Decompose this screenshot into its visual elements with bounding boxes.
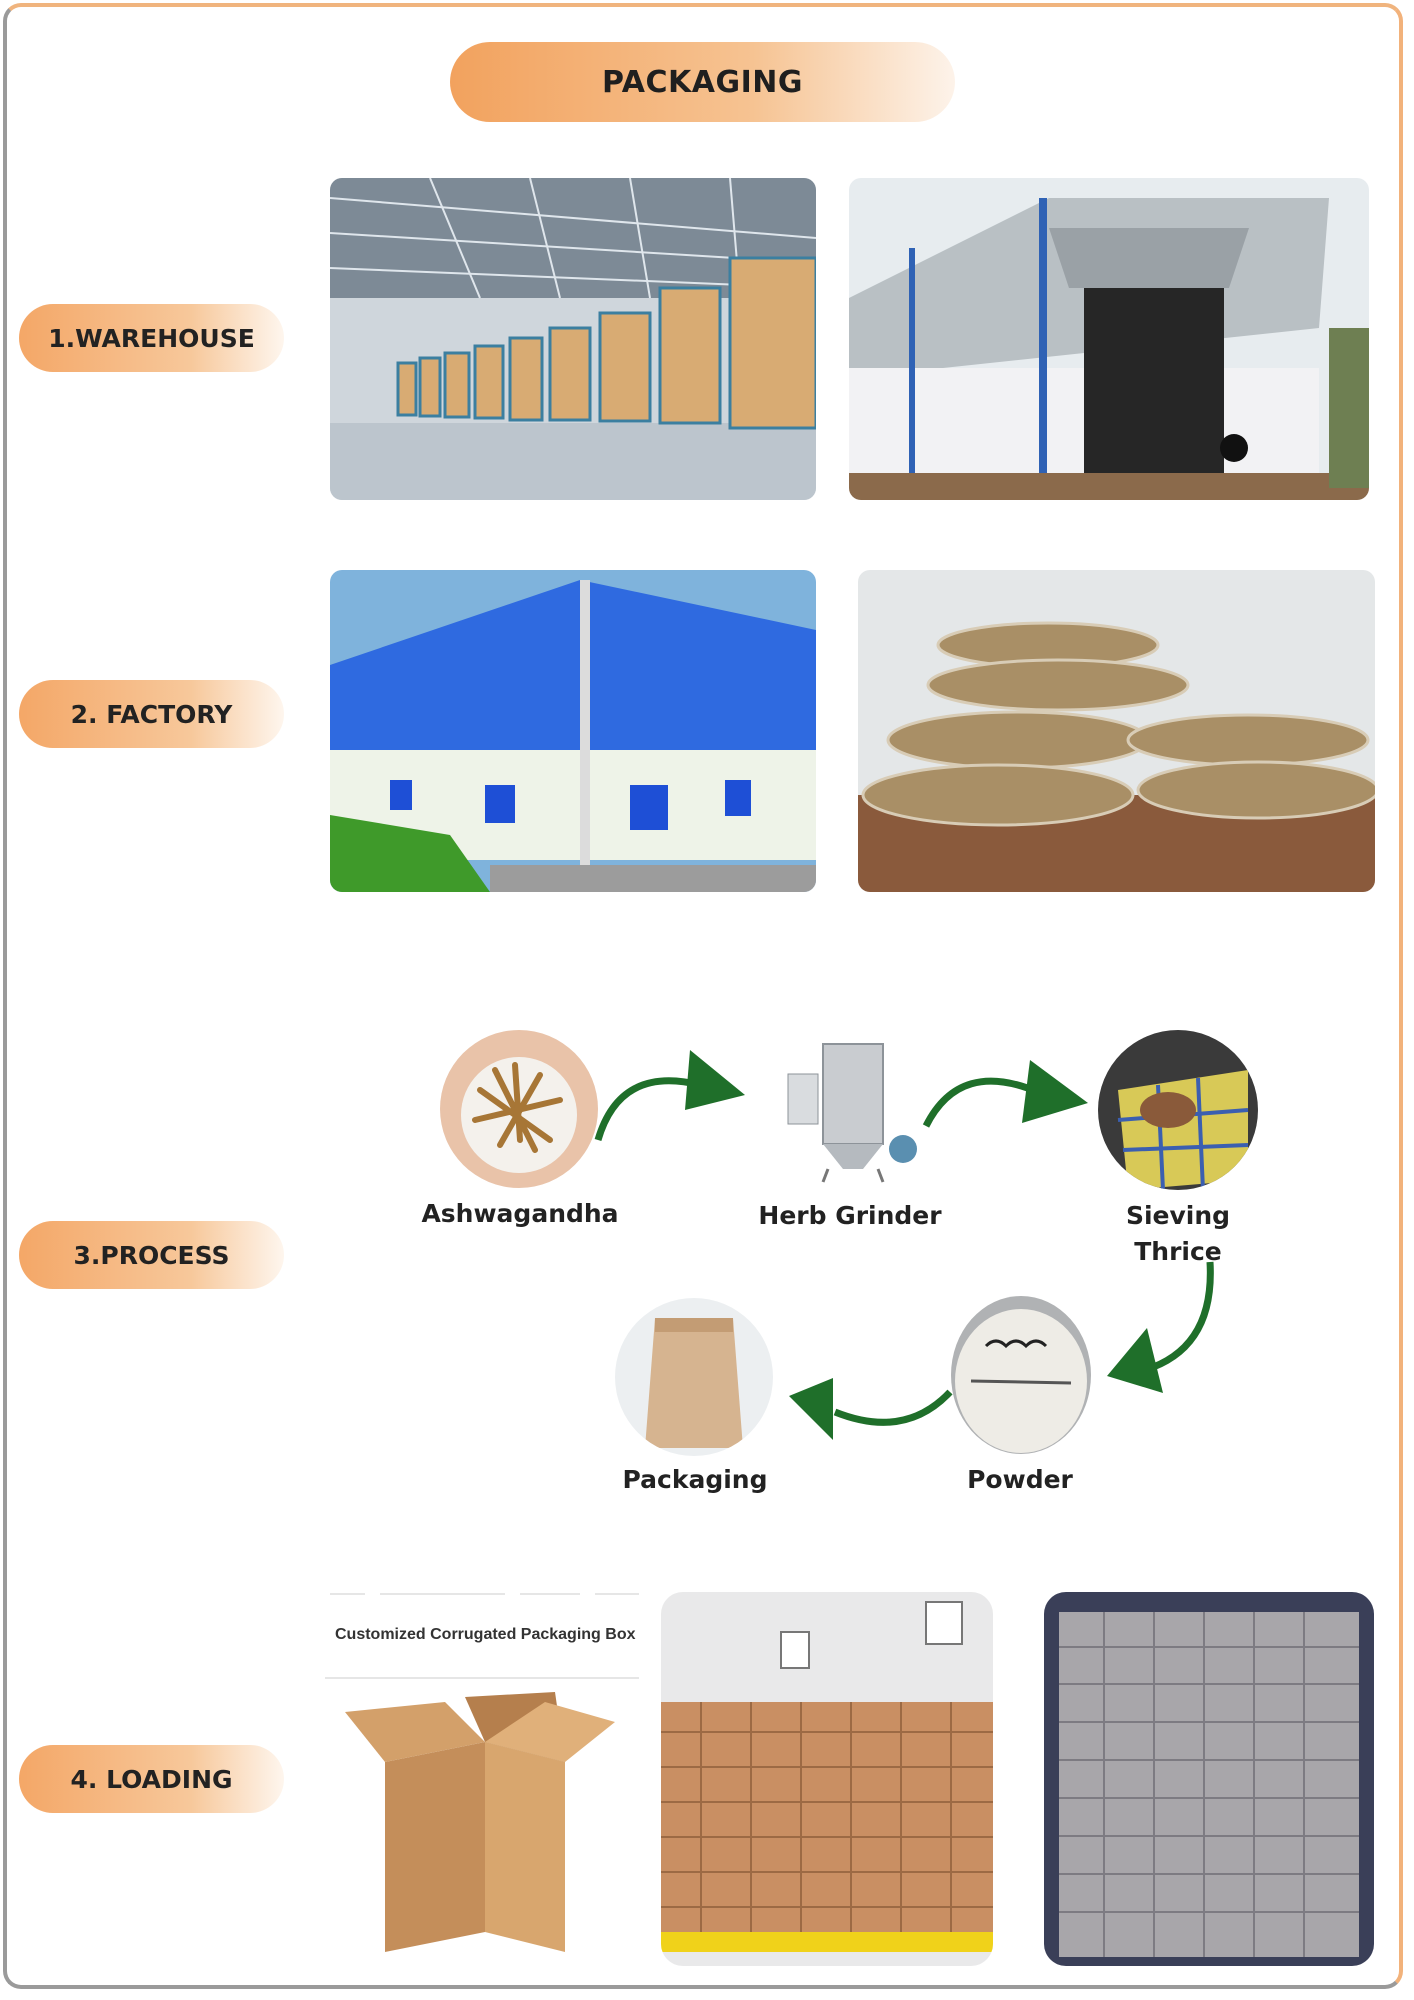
- step-label-ashwagandha: Ashwagandha: [421, 1199, 619, 1228]
- warehouse-exterior-photo: [849, 178, 1369, 500]
- step-label-powder: Powder: [967, 1465, 1073, 1494]
- corrugated-box-product-card: [325, 1592, 639, 1966]
- box-caption: Customized Corrugated Packaging Box: [335, 1626, 636, 1643]
- step-label-sieving-line1: Sieving: [1125, 1201, 1231, 1230]
- ashwagandha-roots-image: [440, 1030, 598, 1188]
- curved-arrow-icon: [789, 1378, 953, 1440]
- step-label-packaging: Packaging: [622, 1465, 768, 1494]
- section-label-loading: 4. LOADING: [19, 1745, 284, 1813]
- sieving-image: [1098, 1030, 1258, 1190]
- curved-arrow-icon: [922, 1060, 1088, 1128]
- page-title: PACKAGING: [450, 42, 955, 122]
- packed-powder-bags-photo: [858, 570, 1375, 892]
- warehouse-interior-photo: [330, 178, 816, 500]
- powder-image: [951, 1296, 1091, 1454]
- stacked-cartons-photo: [661, 1592, 993, 1966]
- packaging-pouch-image: [615, 1298, 773, 1456]
- page-frame: [3, 3, 1403, 1989]
- step-label-herb-grinder: Herb Grinder: [758, 1201, 942, 1230]
- step-label-sieving-line2: Thrice: [1134, 1237, 1222, 1266]
- curved-arrow-icon: [1107, 1261, 1214, 1393]
- step-label-sieving: Sieving Thrice: [1068, 1198, 1288, 1270]
- section-label-factory: 2. FACTORY: [19, 680, 284, 748]
- section-label-warehouse: 1.WAREHOUSE: [19, 304, 284, 372]
- section-label-process: 3.PROCESS: [19, 1221, 284, 1289]
- container-loading-photo: [1044, 1592, 1374, 1966]
- curved-arrow-icon: [594, 1050, 745, 1141]
- factory-building-photo: [330, 570, 816, 892]
- herb-grinder-image: [768, 1034, 928, 1184]
